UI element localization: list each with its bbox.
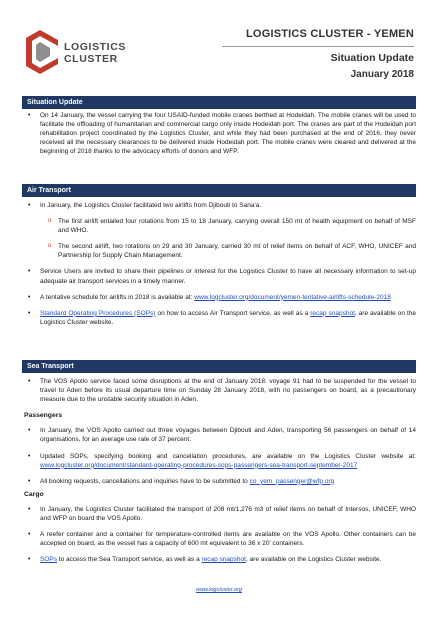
air-section: In January, the Logistics Cluster facili… (22, 201, 416, 327)
passengers-heading: Passengers (24, 412, 63, 420)
situation-section: On 14 January, the vessel carrying the f… (22, 111, 416, 156)
airlift-schedule-text: A tentative schedule for airlifts in 201… (40, 293, 195, 301)
sea-recap-snapshot-link[interactable]: recap snapshot (201, 556, 246, 564)
sub-list-item: The first airlift entailed four rotation… (22, 217, 416, 235)
list-item: A tentative schedule for airlifts in 201… (22, 293, 416, 302)
list-item: The VOS Apollo service faced some disrup… (22, 377, 416, 404)
sea-sops-text: to access the Sea Transport service, as … (56, 556, 202, 564)
section-heading-sea: Sea Transport (22, 360, 416, 373)
cargo-heading: Cargo (24, 490, 44, 498)
sub-list-item: The second airlift, two rotations on 29 … (22, 242, 416, 260)
airlift-schedule-link[interactable]: www.logcluster.org/document/yemen-tentat… (194, 293, 391, 301)
logo-line-2: CLUSTER (64, 53, 118, 65)
list-item: In January, the Logistics Cluster facili… (22, 505, 416, 523)
sea-sops-end-text: , are available on the Logistics Cluster… (245, 556, 382, 564)
sea-section: The VOS Apollo service faced some disrup… (22, 377, 416, 565)
page-header: LOGISTICS CLUSTER LOGISTICS CLUSTER - YE… (0, 0, 438, 92)
page-subtitle: Situation Update (330, 52, 414, 64)
list-item: A reefer container and a container for t… (22, 530, 416, 548)
list-item: On 14 January, the vessel carrying the f… (22, 111, 416, 156)
title-divider (222, 46, 414, 47)
passenger-sops-link[interactable]: www.logcluster.org/document/standard-ope… (40, 461, 358, 469)
list-item: In January, the VOS Apollo carried out t… (22, 426, 416, 444)
passenger-email-link[interactable]: co_yem_passenger@wfp.org (249, 477, 335, 485)
list-item: All booking requests, cancellations and … (22, 477, 416, 486)
passenger-sops-text: Updated SOPs, specifying booking and can… (40, 452, 416, 460)
report-date: January 2018 (350, 69, 414, 80)
list-item: Service Users are invited to share their… (22, 267, 416, 285)
air-sops-end-text: , are available on the Logistics Cluster… (40, 309, 416, 326)
air-sops-text: on how to access Air Transport service, … (155, 309, 311, 317)
page-title: LOGISTICS CLUSTER - YEMEN (246, 28, 414, 40)
section-heading-situation: Situation Update (22, 96, 416, 109)
section-heading-air: Air Transport (22, 184, 416, 197)
list-item: SOPs to access the Sea Transport service… (22, 555, 416, 564)
air-recap-snapshot-link[interactable]: recap snapshot (310, 309, 355, 317)
list-item: Updated SOPs, specifying booking and can… (22, 452, 416, 470)
sea-sops-link[interactable]: SOPs (40, 556, 57, 564)
footer-website-link[interactable]: www.logcluster.org (196, 587, 242, 593)
air-sops-link[interactable]: Standard Operating Procedures (SOPs) (40, 309, 156, 317)
list-item: Standard Operating Procedures (SOPs) on … (22, 309, 416, 327)
booking-text: All booking requests, cancellations and … (40, 477, 250, 485)
logo-line-1: LOGISTICS (64, 41, 126, 53)
logo-wordmark: LOGISTICS CLUSTER (64, 41, 126, 65)
list-item: In January, the Logistics Cluster facili… (22, 201, 416, 210)
logistics-cluster-logo-icon (26, 30, 58, 74)
